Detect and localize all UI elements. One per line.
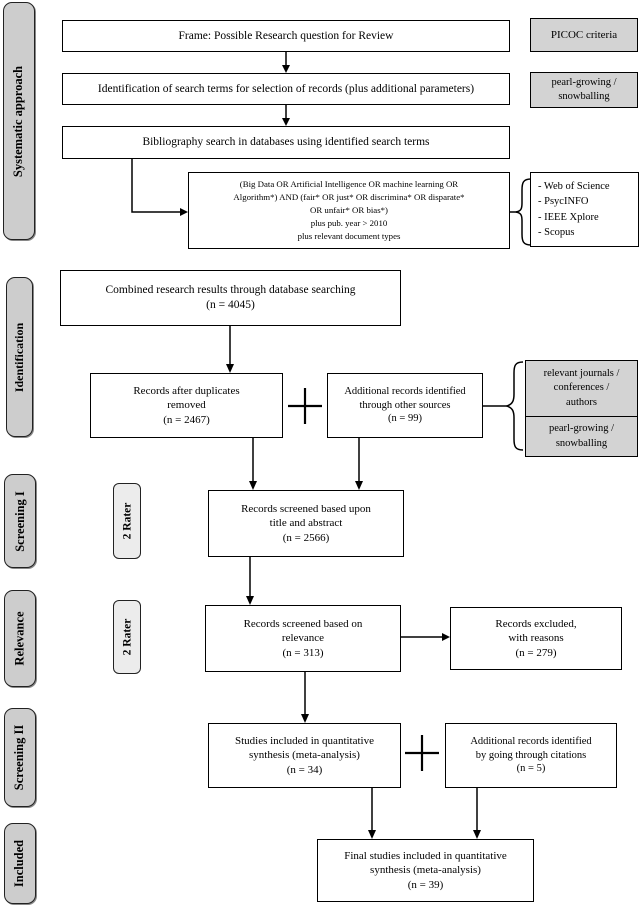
flow-box-search-query-text: (Big Data OR Artificial Intelligence OR … xyxy=(233,178,465,242)
plus-icon xyxy=(288,388,322,424)
arrow-duplicates-to-screened xyxy=(249,438,257,490)
flow-box-citation-records-text: Additional records identified by going t… xyxy=(470,736,592,775)
flow-box-combined-results-text: Combined research results through databa… xyxy=(105,284,356,311)
flow-box-screened-title-abstract-text: Records screened based upon title and ab… xyxy=(241,503,371,544)
arrow-frame-to-terms xyxy=(282,52,290,73)
rater-badge-1: 2 Rater xyxy=(113,483,141,559)
arrow-other-sources-to-screened xyxy=(355,438,363,490)
side-box-picoc-text: PICOC criteria xyxy=(550,28,618,41)
flow-box-frame-text: Frame: Possible Research question for Re… xyxy=(178,29,394,42)
flow-box-quantitative-synthesis-text: Studies included in quantitative synthes… xyxy=(234,735,374,776)
rail-screening-1: Screening I xyxy=(4,474,36,568)
flow-box-other-sources-text: Additional records identified through ot… xyxy=(344,386,466,425)
flow-box-search-terms: Identification of search terms for selec… xyxy=(62,73,510,105)
rail-label: Screening I xyxy=(12,490,27,552)
flow-box-duplicates-removed: Records after duplicates removed (n = 24… xyxy=(90,373,283,438)
flow-box-screened-relevance: Records screened based on relevance (n =… xyxy=(205,605,401,672)
flow-box-final-studies-text: Final studies included in quantitative s… xyxy=(344,850,507,891)
flow-box-frame: Frame: Possible Research question for Re… xyxy=(62,20,510,52)
rater-label: 2 Rater xyxy=(121,502,133,540)
flow-box-search-query: (Big Data OR Artificial Intelligence OR … xyxy=(188,172,510,249)
side-box-pearl-growing: pearl-growing / snowballing xyxy=(530,72,638,108)
arrow-bibliography-to-query xyxy=(131,159,188,216)
rail-systematic-approach: Systematic approach xyxy=(3,2,35,240)
side-box-pearl-growing-2: pearl-growing / snowballing xyxy=(526,417,637,456)
rail-label: Systematic approach xyxy=(11,65,26,177)
plus-icon-2 xyxy=(405,735,439,771)
arrow-relevance-to-quant xyxy=(301,672,309,723)
rail-included: Included xyxy=(4,823,36,904)
flow-box-bibliography-search-text: Bibliography search in databases using i… xyxy=(142,136,430,149)
flow-box-screened-title-abstract: Records screened based upon title and ab… xyxy=(208,490,404,557)
arrow-title-to-relevance xyxy=(246,557,254,605)
rater-badge-2: 2 Rater xyxy=(113,600,141,674)
arrow-relevance-to-excluded xyxy=(401,633,450,641)
brace-icon-2 xyxy=(483,361,524,451)
side-box-picoc: PICOC criteria xyxy=(530,18,638,52)
flow-box-duplicates-removed-text: Records after duplicates removed (n = 24… xyxy=(133,385,240,426)
rater-label: 2 Rater xyxy=(121,618,133,656)
side-box-databases: - Web of Science - PsycINFO - IEEE Xplor… xyxy=(530,172,639,247)
rail-label: Relevance xyxy=(12,611,27,666)
flow-box-combined-results: Combined research results through databa… xyxy=(60,270,401,326)
arrow-combined-to-duplicates xyxy=(226,326,234,373)
flow-box-records-excluded-text: Records excluded, with reasons (n = 279) xyxy=(495,618,577,659)
side-box-journals-text: relevant journals / conferences / author… xyxy=(543,368,620,408)
rail-relevance: Relevance xyxy=(4,590,36,687)
rail-label: Included xyxy=(12,839,27,888)
flow-box-quantitative-synthesis: Studies included in quantitative synthes… xyxy=(208,723,401,788)
arrow-terms-to-bibliography xyxy=(282,105,290,126)
brace-icon xyxy=(510,178,532,246)
flow-box-other-sources: Additional records identified through ot… xyxy=(327,373,483,438)
flow-box-bibliography-search: Bibliography search in databases using i… xyxy=(62,126,510,159)
flow-box-citation-records: Additional records identified by going t… xyxy=(445,723,617,788)
rail-label: Screening II xyxy=(12,724,27,791)
rail-label: Identification xyxy=(12,322,26,392)
side-box-journals: relevant journals / conferences / author… xyxy=(526,361,637,417)
flow-box-screened-relevance-text: Records screened based on relevance (n =… xyxy=(243,618,363,659)
arrow-citations-to-final xyxy=(473,788,481,839)
flow-box-search-terms-text: Identification of search terms for selec… xyxy=(97,82,475,95)
flow-box-records-excluded: Records excluded, with reasons (n = 279) xyxy=(450,607,622,670)
flow-box-final-studies: Final studies included in quantitative s… xyxy=(317,839,534,902)
rail-identification: Identification xyxy=(6,277,33,437)
arrow-quant-to-final xyxy=(368,788,376,839)
side-box-journals-stack: relevant journals / conferences / author… xyxy=(525,360,638,457)
side-box-pearl-growing-text: pearl-growing / snowballing xyxy=(551,77,617,102)
side-box-pearl-growing-2-text: pearl-growing / snowballing xyxy=(548,423,615,449)
side-box-databases-text: - Web of Science - PsycINFO - IEEE Xplor… xyxy=(538,181,610,238)
rail-screening-2: Screening II xyxy=(4,708,36,807)
